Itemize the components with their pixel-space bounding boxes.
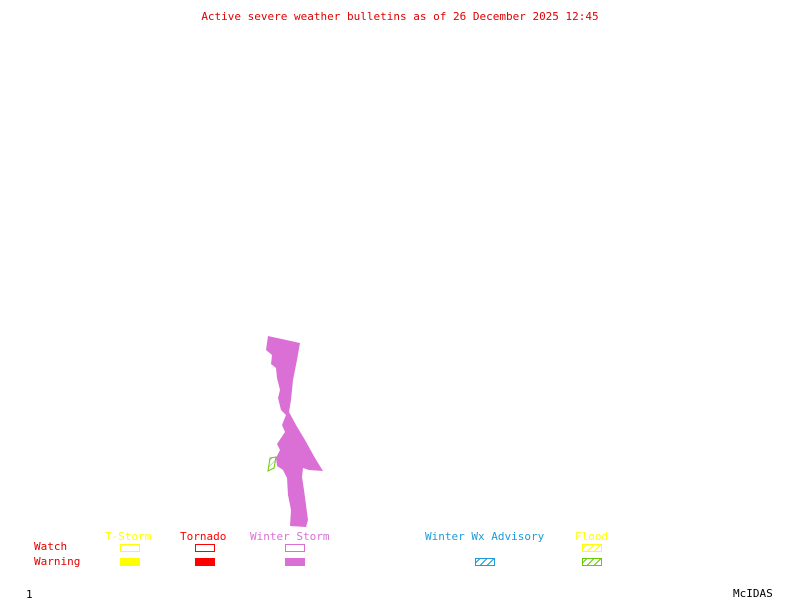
legend-header-winter-wx-advisory: Winter Wx Advisory xyxy=(425,530,545,543)
software-label: McIDAS xyxy=(733,587,773,600)
flood-watch-swatch xyxy=(582,544,602,552)
flood-warning-swatch xyxy=(582,558,602,566)
tstorm-warning-swatch xyxy=(120,558,140,566)
legend-row-watch: Watch xyxy=(34,540,68,553)
frame-number: 1 xyxy=(26,588,33,601)
flood-warning-area xyxy=(267,456,277,472)
tornado-warning-swatch xyxy=(195,558,215,566)
legend-header-tstorm: T-Storm xyxy=(105,530,152,543)
legend-header-tornado: Tornado xyxy=(180,530,227,543)
legend-header-flood: Flood xyxy=(575,530,609,543)
legend-row-warning: Warning xyxy=(34,555,81,568)
winter-wx-advisory-swatch xyxy=(475,558,495,566)
winter-storm-warning-area xyxy=(266,336,323,527)
legend-header-winter-storm: Winter Storm xyxy=(250,530,330,543)
winter-storm-warning-swatch xyxy=(285,558,305,566)
bulletin-title: Active severe weather bulletins as of 26… xyxy=(201,10,599,23)
tstorm-watch-swatch xyxy=(120,544,140,552)
tornado-watch-swatch xyxy=(195,544,215,552)
winter-storm-watch-swatch xyxy=(285,544,305,552)
